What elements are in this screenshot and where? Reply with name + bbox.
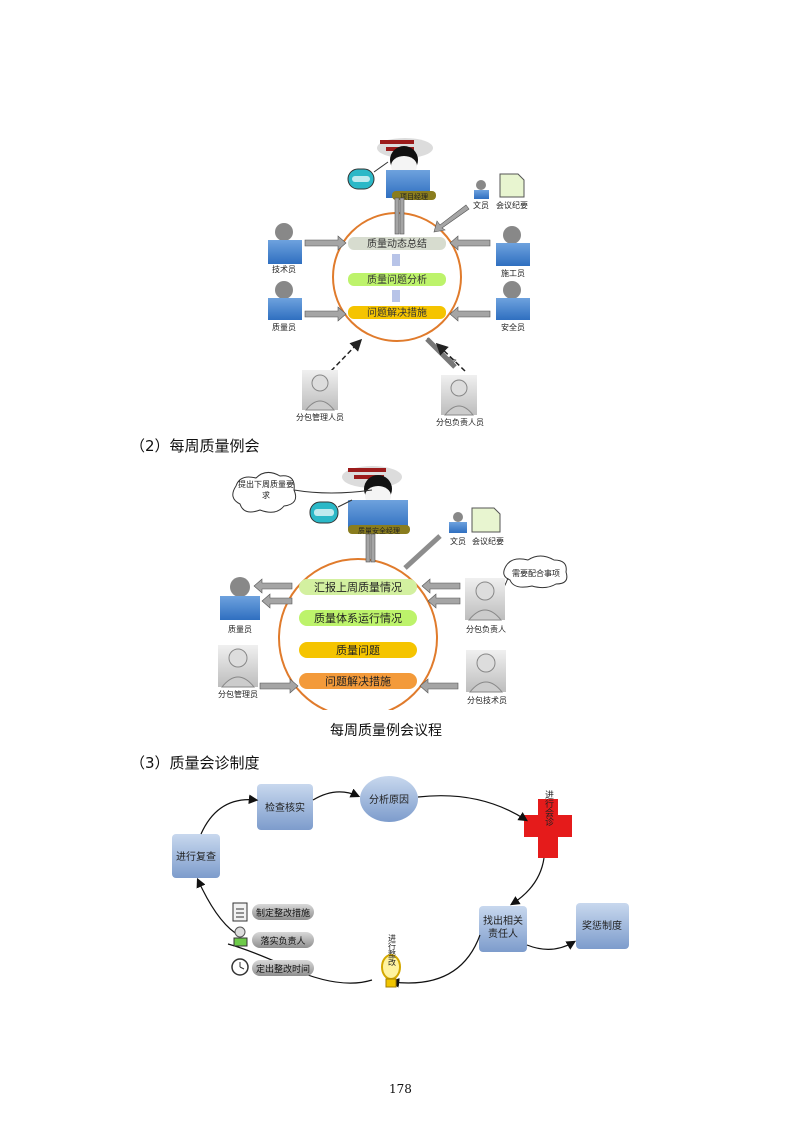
agenda-pill — [348, 306, 446, 319]
clerk-figure: 文员 — [473, 180, 489, 210]
section-heading: （2）每周质量例会 — [130, 437, 260, 455]
weekly-quality-meeting-diagram: 汇报上周质量情况 质量体系运行情况 质量问题 问题解决措施 质量安全经理 提出下… — [218, 466, 568, 710]
step-label: 奖惩制度 — [582, 919, 622, 932]
agenda-pill — [299, 642, 417, 658]
step-label: 进行整改 — [388, 934, 397, 967]
role-label: 安全员 — [501, 322, 525, 332]
sub-responsible-figure: 分包负责人 — [465, 578, 506, 634]
role-label: 分包管理人员 — [296, 412, 344, 422]
quality-safety-manager-figure: 质量安全经理 — [342, 466, 410, 535]
quality-inspector-figure: 质量员 — [220, 577, 260, 634]
step-label: 制定整改措施 — [256, 907, 310, 919]
reward-penalty-box — [576, 903, 629, 949]
bubble-text: 提出下周质量要求 — [238, 480, 294, 500]
pill-icon — [347, 168, 375, 190]
speech-bubble: 提出下周质量要求 — [232, 472, 297, 513]
lightbulb-icon: 进行整改 — [381, 934, 401, 988]
safety-officer-figure: 安全员 — [496, 281, 530, 332]
agenda-pill — [299, 579, 417, 595]
quality-consultation-cycle-diagram: 检查核实 分析原因 进行会诊 进行复查 找出相关责任人 奖惩制度 进行整改 制定… — [172, 776, 629, 988]
agenda-pill — [348, 237, 446, 250]
role-label: 会议纪要 — [496, 200, 528, 210]
step-label: 找出相关责任人 — [483, 916, 523, 940]
role-label: 文员 — [450, 536, 466, 546]
role-label: 分包负责人员 — [436, 417, 484, 427]
project-manager-figure: 项目经理 — [377, 138, 436, 201]
agenda-item: 质量动态总结 — [367, 237, 427, 250]
step-label: 落实负责人 — [260, 935, 305, 947]
agenda-item: 质量问题分析 — [367, 273, 427, 286]
agenda-item: 问题解决措施 — [367, 306, 427, 319]
step-label: 定出整改时间 — [256, 963, 310, 975]
role-label: 分包技术员 — [467, 695, 507, 705]
sub-technician-figure: 分包技术员 — [466, 650, 507, 705]
assign-tag — [252, 932, 314, 948]
step-label: 分析原因 — [369, 793, 409, 806]
section-heading: （3）质量会诊制度 — [130, 754, 260, 772]
figure-caption: 每周质量例会议程 — [330, 723, 442, 739]
step-label: 检查核实 — [265, 801, 305, 814]
agenda-pill — [348, 273, 446, 286]
role-label: 质量员 — [228, 624, 252, 634]
quality-inspector-figure: 质量员 — [268, 281, 302, 332]
role-label: 质量安全经理 — [358, 526, 400, 535]
agenda-pill — [299, 610, 417, 626]
pill-icon — [309, 501, 339, 524]
role-label: 分包管理员 — [218, 689, 258, 699]
page-number: 178 — [389, 1082, 412, 1096]
sub-manager-figure: 分包管理员 — [218, 645, 258, 699]
technician-figure: 技术员 — [268, 223, 302, 274]
role-label: 施工员 — [501, 268, 525, 278]
analyze-cause-ellipse — [360, 776, 418, 822]
check-verify-box — [257, 784, 313, 830]
agenda-item: 质量问题 — [336, 644, 380, 657]
agenda-pill — [299, 673, 417, 689]
construction-worker-figure: 施工员 — [496, 226, 530, 278]
clock-icon — [231, 958, 249, 976]
deadline-tag — [252, 960, 314, 976]
sub-manager-figure: 分包管理人员 — [296, 370, 344, 422]
meeting-circle — [278, 558, 438, 710]
find-responsible-box — [479, 906, 527, 952]
clerk-figure: 文员 — [449, 512, 467, 546]
clipboard-icon — [232, 902, 248, 922]
bubble-text: 需要配合事项 — [512, 568, 560, 578]
speech-bubble: 需要配合事项 — [503, 555, 568, 589]
agenda-item: 汇报上周质量情况 — [314, 580, 402, 594]
measures-tag — [252, 904, 314, 920]
person-icon — [233, 926, 248, 947]
weekly-meeting-flow-diagram: 质量动态总结 质量问题分析 问题解决措施 项目经理 技术员 — [268, 138, 530, 427]
role-label: 文员 — [473, 200, 489, 210]
step-label: 进行复查 — [176, 850, 216, 863]
meeting-minutes-icon: 会议纪要 — [471, 507, 504, 546]
role-label: 技术员 — [272, 264, 296, 274]
sub-responsible-figure: 分包负责人员 — [436, 375, 484, 427]
recheck-box — [172, 834, 220, 878]
red-cross-icon: 进行会诊 — [524, 790, 572, 858]
role-label: 质量员 — [272, 322, 296, 332]
role-label: 会议纪要 — [472, 536, 504, 546]
agenda-item: 质量体系运行情况 — [314, 611, 402, 625]
step-label: 进行会诊 — [543, 790, 554, 827]
role-label: 分包负责人 — [466, 624, 506, 634]
meeting-minutes-icon: 会议纪要 — [496, 173, 528, 210]
agenda-item: 问题解决措施 — [325, 674, 391, 688]
role-label: 项目经理 — [400, 192, 428, 201]
